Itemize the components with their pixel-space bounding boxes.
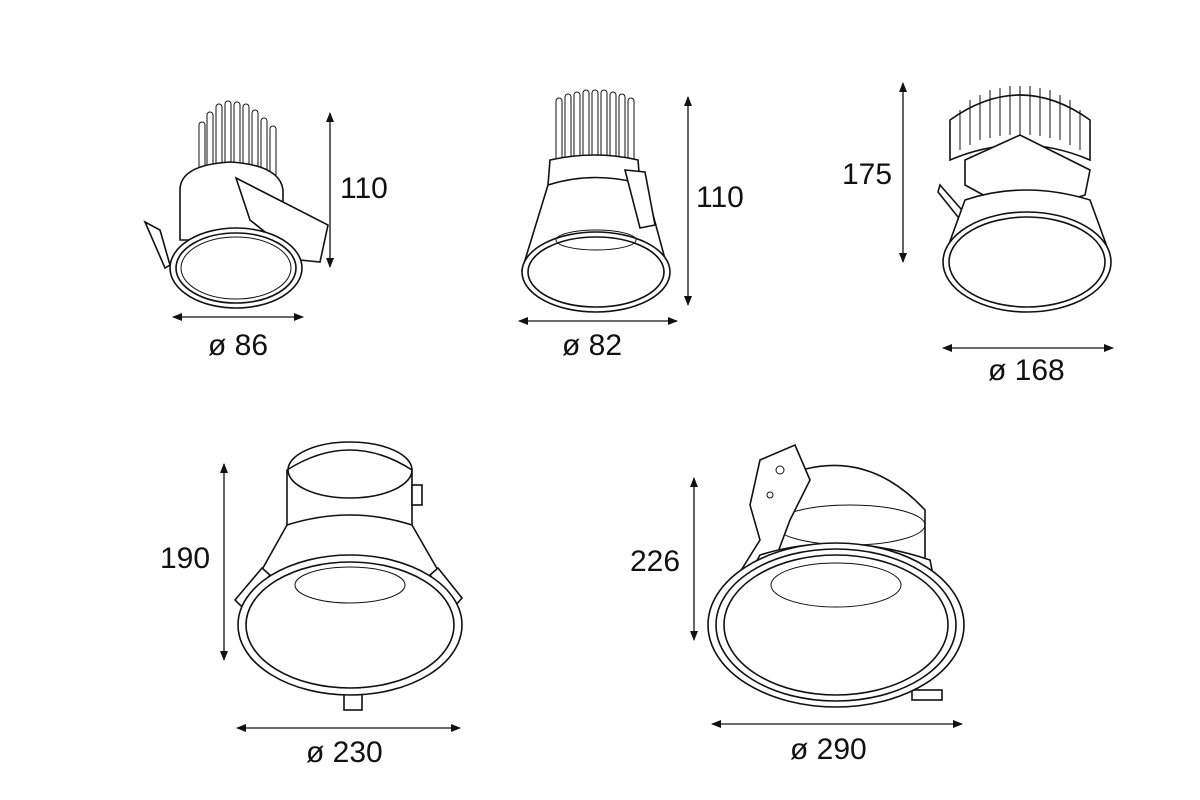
- fixture-2-height-label: 110: [696, 181, 744, 214]
- fixture-2-diameter-label: ø 82: [562, 329, 622, 362]
- fixture-3-height-label: 175: [842, 158, 892, 191]
- fixture-4-drawing: [233, 441, 464, 711]
- fixture-5-height-label: 226: [630, 545, 680, 578]
- fixture-3-diameter-label: ø 168: [988, 354, 1065, 387]
- fixture-5-drawing: [707, 443, 965, 708]
- fixture-1-height-label: 110: [340, 172, 388, 205]
- fixture-1-diameter-label: ø 86: [208, 329, 268, 362]
- fixture-4-height-label: 190: [160, 542, 210, 575]
- fixture-4-diameter-label: ø 230: [306, 736, 383, 769]
- fixture-5-diameter-label: ø 290: [790, 733, 867, 766]
- fixture-1-drawing: [143, 100, 329, 309]
- fixture-3-drawing: [937, 86, 1112, 313]
- fixture-2-drawing: [520, 89, 671, 313]
